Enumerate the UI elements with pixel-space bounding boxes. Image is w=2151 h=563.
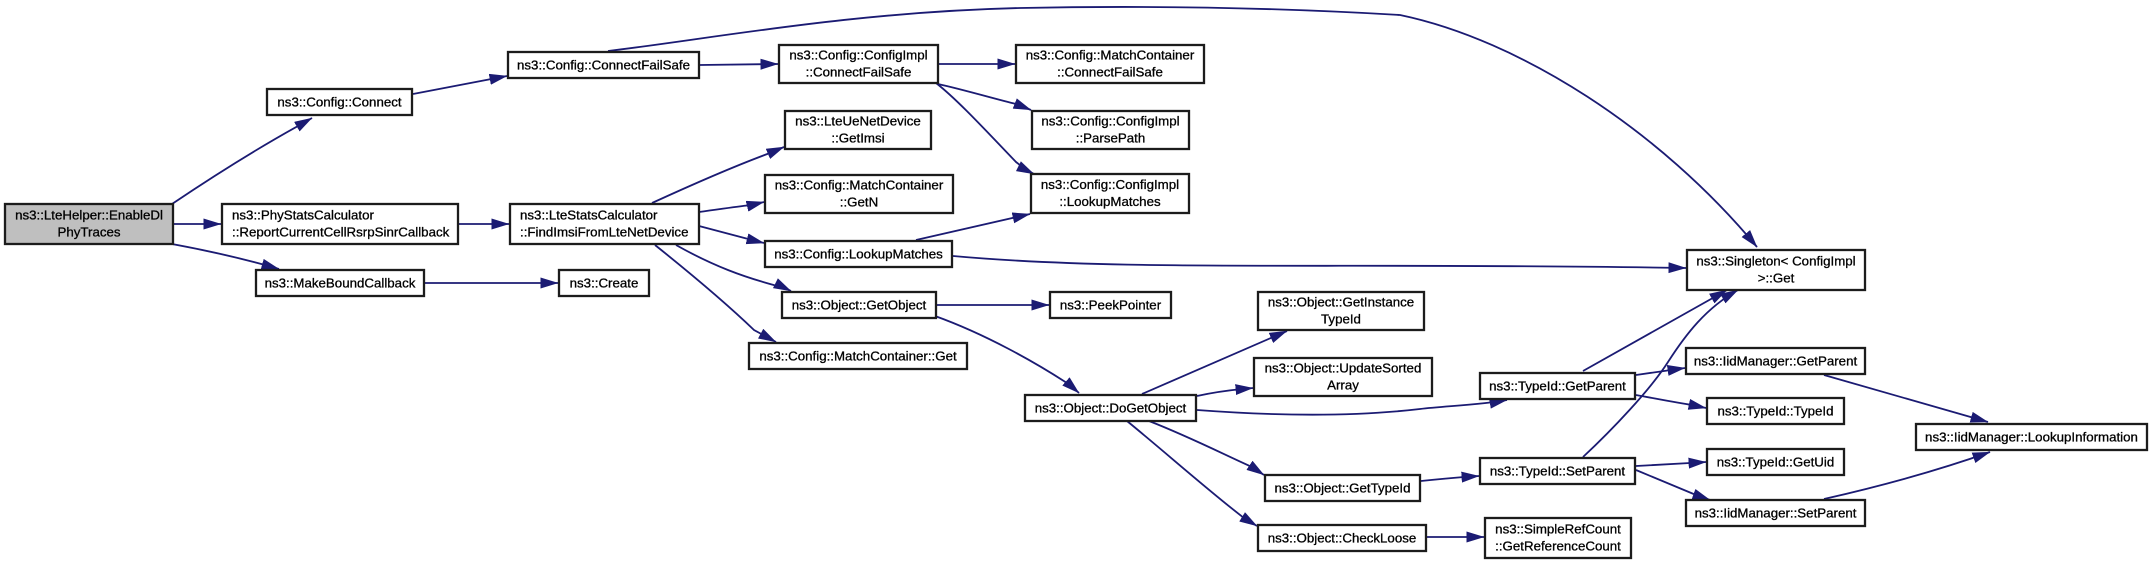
svg-text:ns3::TypeId::GetParent: ns3::TypeId::GetParent (1489, 379, 1626, 394)
svg-text:ns3::Object::GetObject: ns3::Object::GetObject (792, 298, 927, 313)
svg-text:ns3::Object::GetInstance: ns3::Object::GetInstance (1268, 294, 1414, 309)
svg-text:ns3::IidManager::LookupInforma: ns3::IidManager::LookupInformation (1925, 430, 2138, 445)
svg-text:ns3::PhyStatsCalculator: ns3::PhyStatsCalculator (232, 207, 374, 222)
svg-text:ns3::LteUeNetDevice: ns3::LteUeNetDevice (795, 113, 921, 128)
svg-text:::ConnectFailSafe: ::ConnectFailSafe (1057, 64, 1163, 79)
svg-text:ns3::Object::UpdateSorted: ns3::Object::UpdateSorted (1265, 360, 1422, 375)
svg-text:::ParsePath: ::ParsePath (1076, 130, 1145, 145)
svg-text:ns3::Config::MatchContainer: ns3::Config::MatchContainer (1026, 47, 1195, 62)
svg-text:ns3::Create: ns3::Create (570, 276, 639, 291)
svg-text:::ConnectFailSafe: ::ConnectFailSafe (806, 64, 912, 79)
svg-text:ns3::Config::ConfigImpl: ns3::Config::ConfigImpl (1041, 113, 1179, 128)
svg-text:::GetN: ::GetN (840, 194, 878, 209)
svg-text:ns3::IidManager::GetParent: ns3::IidManager::GetParent (1694, 354, 1858, 369)
svg-text:ns3::Config::MatchContainer::G: ns3::Config::MatchContainer::Get (759, 349, 957, 364)
svg-text:>::Get: >::Get (1758, 270, 1795, 285)
svg-text:ns3::Config::MatchContainer: ns3::Config::MatchContainer (775, 177, 944, 192)
svg-text:ns3::Config::LookupMatches: ns3::Config::LookupMatches (774, 247, 943, 262)
svg-text:ns3::TypeId::SetParent: ns3::TypeId::SetParent (1490, 464, 1626, 479)
svg-text:ns3::Object::DoGetObject: ns3::Object::DoGetObject (1035, 401, 1187, 416)
svg-text:ns3::LteStatsCalculator: ns3::LteStatsCalculator (520, 207, 658, 222)
svg-text:::FindImsiFromLteNetDevice: ::FindImsiFromLteNetDevice (520, 224, 688, 239)
svg-text:ns3::MakeBoundCallback: ns3::MakeBoundCallback (265, 276, 416, 291)
svg-text:ns3::IidManager::SetParent: ns3::IidManager::SetParent (1695, 506, 1857, 521)
svg-text:ns3::Singleton< ConfigImpl: ns3::Singleton< ConfigImpl (1696, 253, 1855, 268)
svg-text:ns3::LteHelper::EnableDl: ns3::LteHelper::EnableDl (15, 207, 163, 222)
svg-text:ns3::TypeId::TypeId: ns3::TypeId::TypeId (1717, 404, 1833, 419)
svg-text:ns3::Config::ConfigImpl: ns3::Config::ConfigImpl (789, 47, 927, 62)
svg-text:PhyTraces: PhyTraces (57, 224, 120, 239)
svg-text:ns3::Config::ConfigImpl: ns3::Config::ConfigImpl (1041, 177, 1179, 192)
svg-text:Array: Array (1327, 377, 1359, 392)
svg-text:ns3::Config::ConnectFailSafe: ns3::Config::ConnectFailSafe (517, 58, 690, 73)
svg-text:ns3::PeekPointer: ns3::PeekPointer (1060, 298, 1162, 313)
svg-text:ns3::Object::GetTypeId: ns3::Object::GetTypeId (1275, 481, 1411, 496)
svg-text:ns3::Object::CheckLoose: ns3::Object::CheckLoose (1268, 531, 1417, 546)
svg-text:::GetImsi: ::GetImsi (831, 130, 884, 145)
svg-text:::LookupMatches: ::LookupMatches (1059, 194, 1161, 209)
svg-text:ns3::SimpleRefCount: ns3::SimpleRefCount (1495, 521, 1621, 536)
svg-text:::GetReferenceCount: ::GetReferenceCount (1495, 538, 1621, 553)
svg-text:ns3::Config::Connect: ns3::Config::Connect (277, 95, 401, 110)
svg-text:TypeId: TypeId (1321, 311, 1361, 326)
svg-text:::ReportCurrentCellRsrpSinrCal: ::ReportCurrentCellRsrpSinrCallback (232, 224, 450, 239)
svg-text:ns3::TypeId::GetUid: ns3::TypeId::GetUid (1717, 455, 1835, 470)
